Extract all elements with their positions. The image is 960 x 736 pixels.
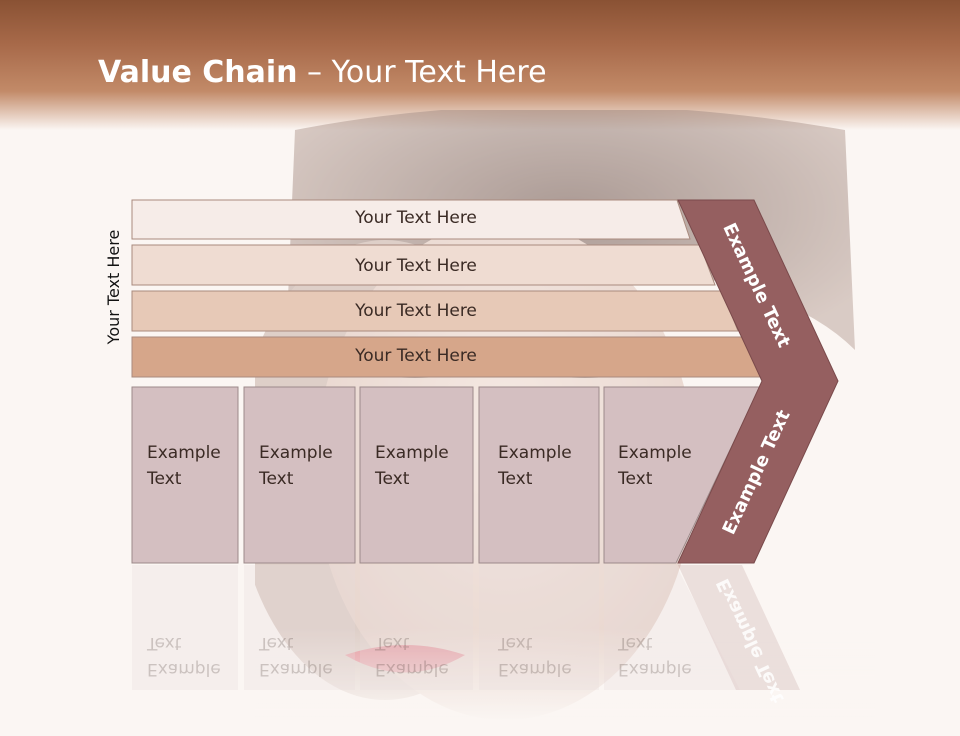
primary-box-4-line2: Text [498, 469, 533, 489]
primary-box-3-line2: Text [375, 469, 410, 489]
header-banner [0, 0, 960, 130]
primary-box-1-line2: Text [147, 469, 182, 489]
primary-box-2-line1: Example [259, 443, 333, 463]
primary-box-2-reflection-line1: Example [259, 659, 333, 679]
primary-box-4[interactable] [478, 386, 600, 564]
support-row-1-label: Your Text Here [355, 208, 477, 228]
support-row-3-label: Your Text Here [355, 301, 477, 321]
primary-box-2[interactable] [243, 386, 356, 564]
margin-chevron[interactable] [677, 199, 839, 564]
primary-box-2-line2: Text [259, 469, 294, 489]
primary-box-1[interactable] [131, 386, 239, 564]
primary-box-1-reflection-line2: Text [147, 633, 182, 653]
page-title-bold: Value Chain [98, 55, 298, 90]
page-title: Value Chain – Your Text Here [98, 55, 547, 90]
primary-box-3-line1: Example [375, 443, 449, 463]
support-row-2-label: Your Text Here [355, 256, 477, 276]
support-row-1[interactable] [131, 199, 691, 240]
primary-box-3-reflection-line1: Example [375, 659, 449, 679]
support-row-3[interactable] [131, 290, 739, 332]
primary-box-3-reflection-line2: Text [375, 633, 410, 653]
primary-box-5-reflection: Example Text [618, 630, 692, 682]
primary-box-4-reflection-line1: Example [498, 659, 572, 679]
primary-box-4-line1: Example [498, 443, 572, 463]
primary-box-4-reflection: Example Text [498, 630, 572, 682]
value-chain-diagram [131, 199, 839, 690]
primary-box-2-reflection-line2: Text [259, 633, 294, 653]
side-label: Your Text Here [104, 229, 123, 345]
primary-box-5-reflection-line2: Text [618, 633, 653, 653]
support-row-2[interactable] [131, 244, 716, 286]
primary-box-5-line2: Text [618, 469, 653, 489]
support-row-4-label: Your Text Here [355, 346, 477, 366]
reflection [132, 565, 800, 690]
primary-box-5-reflection-line1: Example [618, 659, 692, 679]
primary-box-2-reflection: Example Text [259, 630, 333, 682]
primary-box-5-line1: Example [618, 443, 692, 463]
primary-box-4-reflection-line2: Text [498, 633, 533, 653]
primary-box-5[interactable] [603, 386, 761, 564]
primary-box-3-reflection: Example Text [375, 630, 449, 682]
primary-box-1-reflection: Example Text [147, 630, 221, 682]
primary-box-1-reflection-line1: Example [147, 659, 221, 679]
primary-box-1-line1: Example [147, 443, 221, 463]
primary-box-3[interactable] [359, 386, 474, 564]
page-title-rest: – Your Text Here [297, 55, 547, 90]
